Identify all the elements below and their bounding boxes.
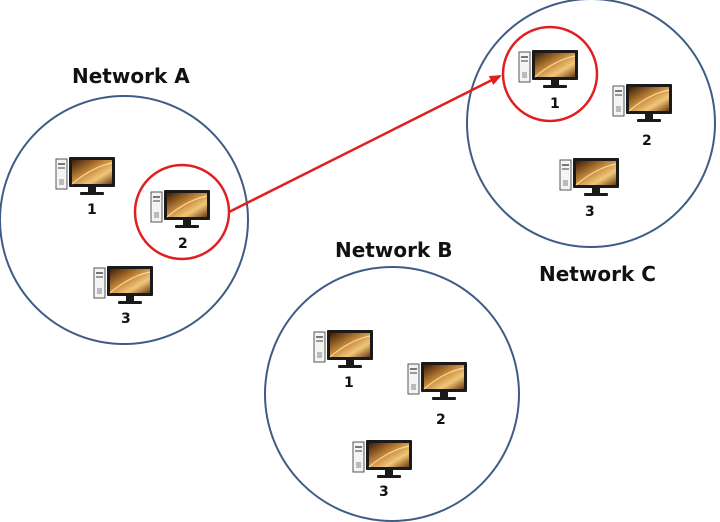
- network-b-boundary: [264, 266, 520, 522]
- computer-b3[interactable]: 3: [352, 439, 413, 500]
- computer-b1-label: 1: [344, 375, 354, 391]
- computer-b2-label: 2: [436, 412, 446, 428]
- desktop-computer-icon: [518, 49, 579, 89]
- computer-a3[interactable]: 3: [93, 265, 154, 327]
- computer-c2[interactable]: 2: [612, 83, 673, 149]
- computer-c3-label: 3: [585, 204, 595, 220]
- desktop-computer-icon: [55, 156, 116, 196]
- network-a-title: Network A: [72, 64, 190, 88]
- computer-b1[interactable]: 1: [313, 329, 374, 391]
- computer-b2[interactable]: 2: [407, 361, 468, 428]
- network-a: Network A 1 2 3: [0, 64, 249, 345]
- computer-c1[interactable]: 1: [518, 49, 579, 112]
- computer-a2[interactable]: 2: [150, 189, 211, 252]
- desktop-computer-icon: [407, 361, 468, 401]
- computer-a1-label: 1: [87, 202, 97, 218]
- computer-c1-label: 1: [550, 96, 560, 112]
- migration-arrow: [228, 74, 502, 214]
- network-c-boundary: [466, 0, 716, 248]
- desktop-computer-icon: [559, 157, 620, 197]
- highlight-ring-target: [501, 25, 599, 123]
- desktop-computer-icon: [313, 329, 374, 369]
- computer-a3-label: 3: [121, 311, 131, 327]
- network-c: Network C 1 2 3: [466, 0, 716, 286]
- computer-a1[interactable]: 1: [55, 156, 116, 218]
- network-a-boundary: [0, 95, 249, 345]
- network-c-title: Network C: [539, 262, 656, 286]
- computer-c3[interactable]: 3: [559, 157, 620, 220]
- desktop-computer-icon: [352, 439, 413, 479]
- desktop-computer-icon: [93, 265, 154, 305]
- computer-b3-label: 3: [379, 484, 389, 500]
- desktop-computer-icon: [612, 83, 673, 123]
- computer-a2-label: 2: [178, 236, 188, 252]
- network-b: Network B 1 2 3: [264, 238, 520, 522]
- computer-c2-label: 2: [642, 133, 652, 149]
- network-b-title: Network B: [335, 238, 452, 262]
- desktop-computer-icon: [150, 189, 211, 229]
